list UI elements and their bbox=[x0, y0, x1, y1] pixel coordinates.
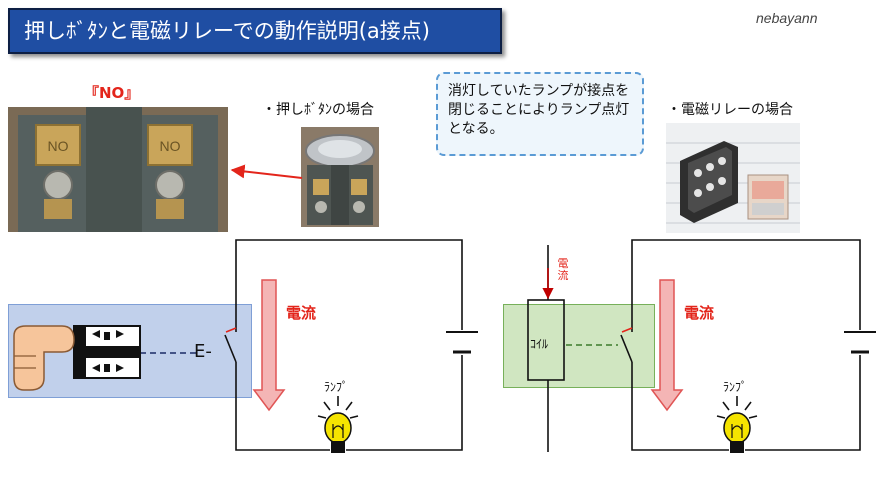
left-circuit-wires bbox=[235, 239, 463, 451]
left-switch-label: E- bbox=[194, 341, 212, 362]
no-contact-photo: NO NO bbox=[8, 107, 228, 232]
left-lamp-label: ﾗﾝﾌﾟ bbox=[324, 380, 349, 394]
right-current-label: 電流 bbox=[684, 304, 715, 322]
author-label: nebayann bbox=[756, 10, 818, 26]
right-battery-icon bbox=[844, 331, 876, 354]
left-current-label: 電流 bbox=[286, 304, 317, 322]
right-switch-contact-icon bbox=[620, 325, 633, 375]
pushbutton-icon bbox=[73, 325, 141, 379]
right-lamp-icon bbox=[716, 396, 758, 453]
no-contact-label: 『NO』 bbox=[84, 84, 140, 102]
coil-label: ｺｲﾙ bbox=[530, 337, 549, 351]
left-lamp-icon bbox=[317, 396, 359, 453]
left-current-arrow bbox=[252, 279, 286, 412]
coil-icon bbox=[527, 299, 565, 381]
hand-pointer-icon bbox=[13, 325, 75, 391]
pushbutton-photo bbox=[301, 127, 379, 227]
pushbutton-caption: ・押しﾎﾞﾀﾝの場合 bbox=[262, 102, 374, 118]
relay-photo bbox=[666, 123, 800, 233]
left-battery-icon bbox=[446, 331, 478, 354]
left-switch-contact-icon bbox=[224, 325, 237, 375]
right-circuit-wires bbox=[631, 239, 861, 451]
page-title: 押しﾎﾞﾀﾝと電磁リレーでの動作説明(a接点) bbox=[8, 8, 502, 54]
photo-pointer-arrow bbox=[230, 164, 303, 179]
svg-text:NO: NO bbox=[160, 138, 181, 154]
coil-current-label: 電流 bbox=[557, 257, 569, 282]
right-current-arrow bbox=[650, 279, 684, 412]
svg-text:NO: NO bbox=[48, 138, 69, 154]
right-lamp-label: ﾗﾝﾌﾟ bbox=[723, 380, 748, 394]
relay-caption: ・電磁リレーの場合 bbox=[667, 102, 793, 118]
explanation-note: 消灯していたランプが接点を閉じることによりランプ点灯となる。 bbox=[436, 72, 644, 156]
